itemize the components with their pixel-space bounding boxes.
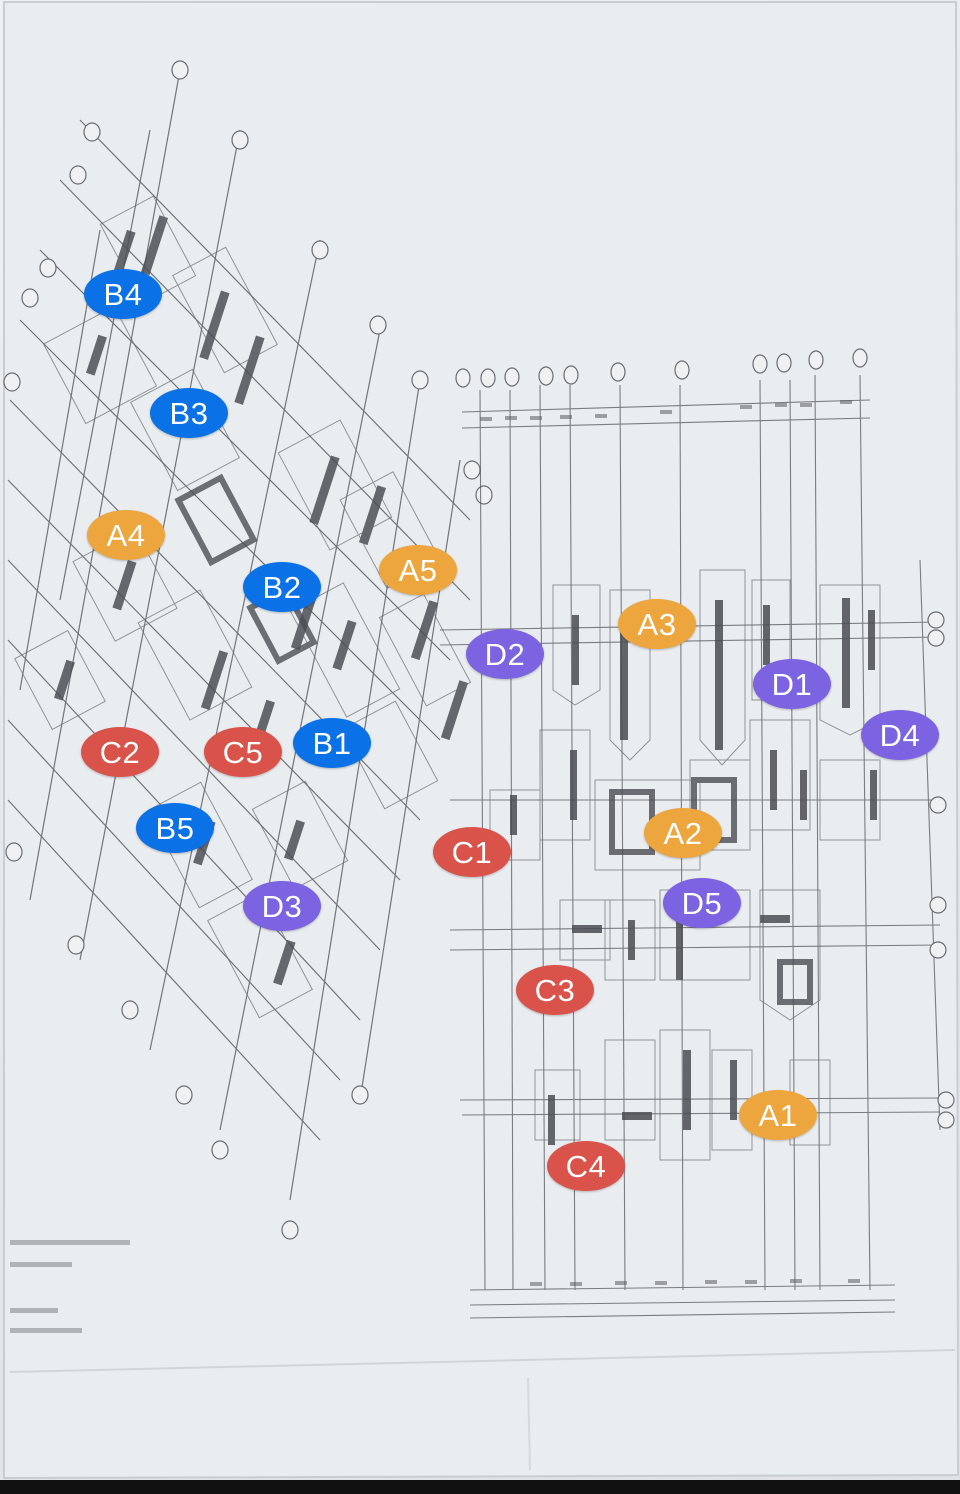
marker-a4[interactable]: A4	[87, 510, 165, 560]
marker-c5[interactable]: C5	[204, 727, 282, 777]
marker-label: C1	[451, 835, 493, 870]
marker-b5[interactable]: B5	[136, 803, 214, 853]
left-plan-outlines	[14, 195, 472, 1019]
marker-label: A5	[398, 553, 438, 588]
marker-c4[interactable]: C4	[547, 1141, 625, 1191]
marker-label: A3	[637, 607, 677, 642]
marker-label: B2	[262, 570, 302, 605]
marker-label: B4	[103, 277, 143, 312]
marker-label: A2	[663, 816, 703, 851]
marker-label: C3	[534, 973, 576, 1008]
marker-b3[interactable]: B3	[150, 388, 228, 438]
marker-label: C5	[222, 735, 264, 770]
marker-label: D1	[771, 667, 813, 702]
marker-label: D4	[879, 718, 921, 753]
marker-c1[interactable]: C1	[433, 827, 511, 877]
marker-label: B5	[155, 811, 195, 846]
marker-b4[interactable]: B4	[84, 269, 162, 319]
marker-label: D2	[484, 637, 526, 672]
marker-d4[interactable]: D4	[861, 710, 939, 760]
marker-label: B1	[312, 726, 352, 761]
marker-a2[interactable]: A2	[644, 808, 722, 858]
marker-c2[interactable]: C2	[81, 727, 159, 777]
marker-a1[interactable]: A1	[739, 1090, 817, 1140]
right-plan-dimension-ticks	[480, 400, 860, 1286]
marker-b1[interactable]: B1	[293, 718, 371, 768]
notes-text-blur	[10, 1240, 130, 1333]
marker-label: B3	[169, 396, 209, 431]
marker-label: D5	[681, 886, 723, 921]
left-plan-axis-bubbles	[3, 60, 493, 1240]
marker-label: C2	[99, 735, 141, 770]
marker-a3[interactable]: A3	[618, 599, 696, 649]
marker-c3[interactable]: C3	[516, 965, 594, 1015]
marker-d1[interactable]: D1	[753, 659, 831, 709]
bottom-edge	[0, 1480, 960, 1494]
marker-label: A4	[106, 518, 146, 553]
marker-d3[interactable]: D3	[243, 881, 321, 931]
marker-d5[interactable]: D5	[663, 878, 741, 928]
right-plan-axis-bubbles	[455, 348, 955, 1129]
marker-label: C4	[565, 1149, 607, 1184]
marker-label: A1	[758, 1098, 798, 1133]
marker-d2[interactable]: D2	[466, 629, 544, 679]
marker-b2[interactable]: B2	[243, 562, 321, 612]
right-plan-walls	[510, 598, 877, 1145]
marker-a5[interactable]: A5	[379, 545, 457, 595]
marker-label: D3	[261, 889, 303, 924]
